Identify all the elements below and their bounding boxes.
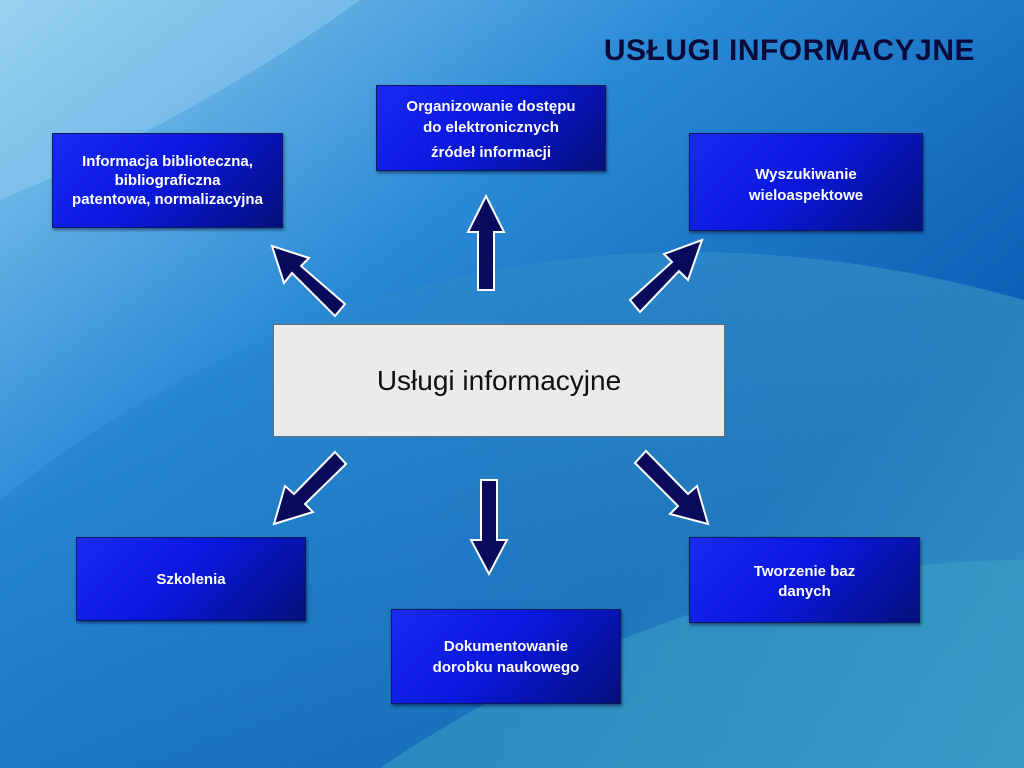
box-text-line: bibliograficzna	[114, 172, 221, 189]
box-multi-search: Wyszukiwanie wieloaspektowe	[689, 133, 923, 231]
box-text-line: Tworzenie baz	[753, 563, 856, 580]
center-label: Usługi informacyjne	[376, 364, 622, 396]
box-electronic-access: Organizowanie dostępu do elektronicznych…	[376, 85, 606, 171]
box-text-line: patentowa, normalizacyjna	[72, 191, 263, 208]
box-text-line: danych	[778, 583, 831, 600]
box-documentation: Dokumentowanie dorobku naukowego	[391, 609, 621, 704]
box-text-line: Dokumentowanie	[443, 637, 569, 655]
box-database-creation: Tworzenie baz danych	[689, 537, 920, 623]
box-library-information: Informacja biblioteczna, bibliograficzna…	[52, 133, 283, 228]
box-text-line: wieloaspektowe	[748, 187, 864, 204]
box-text-line: Wyszukiwanie	[755, 166, 857, 183]
center-node: Usługi informacyjne	[273, 324, 725, 437]
box-text-line: źródeł informacji	[430, 144, 552, 161]
box-text-line: do elektronicznych	[423, 119, 559, 136]
box-text-line: Szkolenia	[156, 570, 226, 588]
box-text-line: Organizowanie dostępu	[406, 98, 576, 115]
box-trainings: Szkolenia	[76, 537, 306, 621]
box-text-line: dorobku naukowego	[432, 658, 580, 676]
box-text-line: Informacja biblioteczna,	[82, 153, 253, 170]
slide-title: USŁUGI INFORMACYJNE	[603, 34, 975, 67]
